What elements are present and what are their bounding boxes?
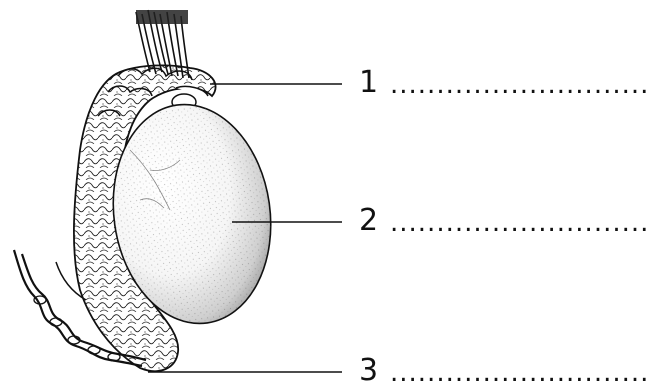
cord-cut-end bbox=[136, 10, 188, 24]
label-number-1: 1 bbox=[359, 68, 378, 98]
label-number-3: 3 bbox=[359, 356, 378, 386]
label-number-2: 2 bbox=[359, 206, 378, 236]
answer-blank-1[interactable]: ............................ bbox=[390, 72, 649, 98]
answer-blank-2[interactable]: ............................ bbox=[390, 210, 649, 236]
answer-blank-3[interactable]: ............................ bbox=[390, 360, 649, 386]
